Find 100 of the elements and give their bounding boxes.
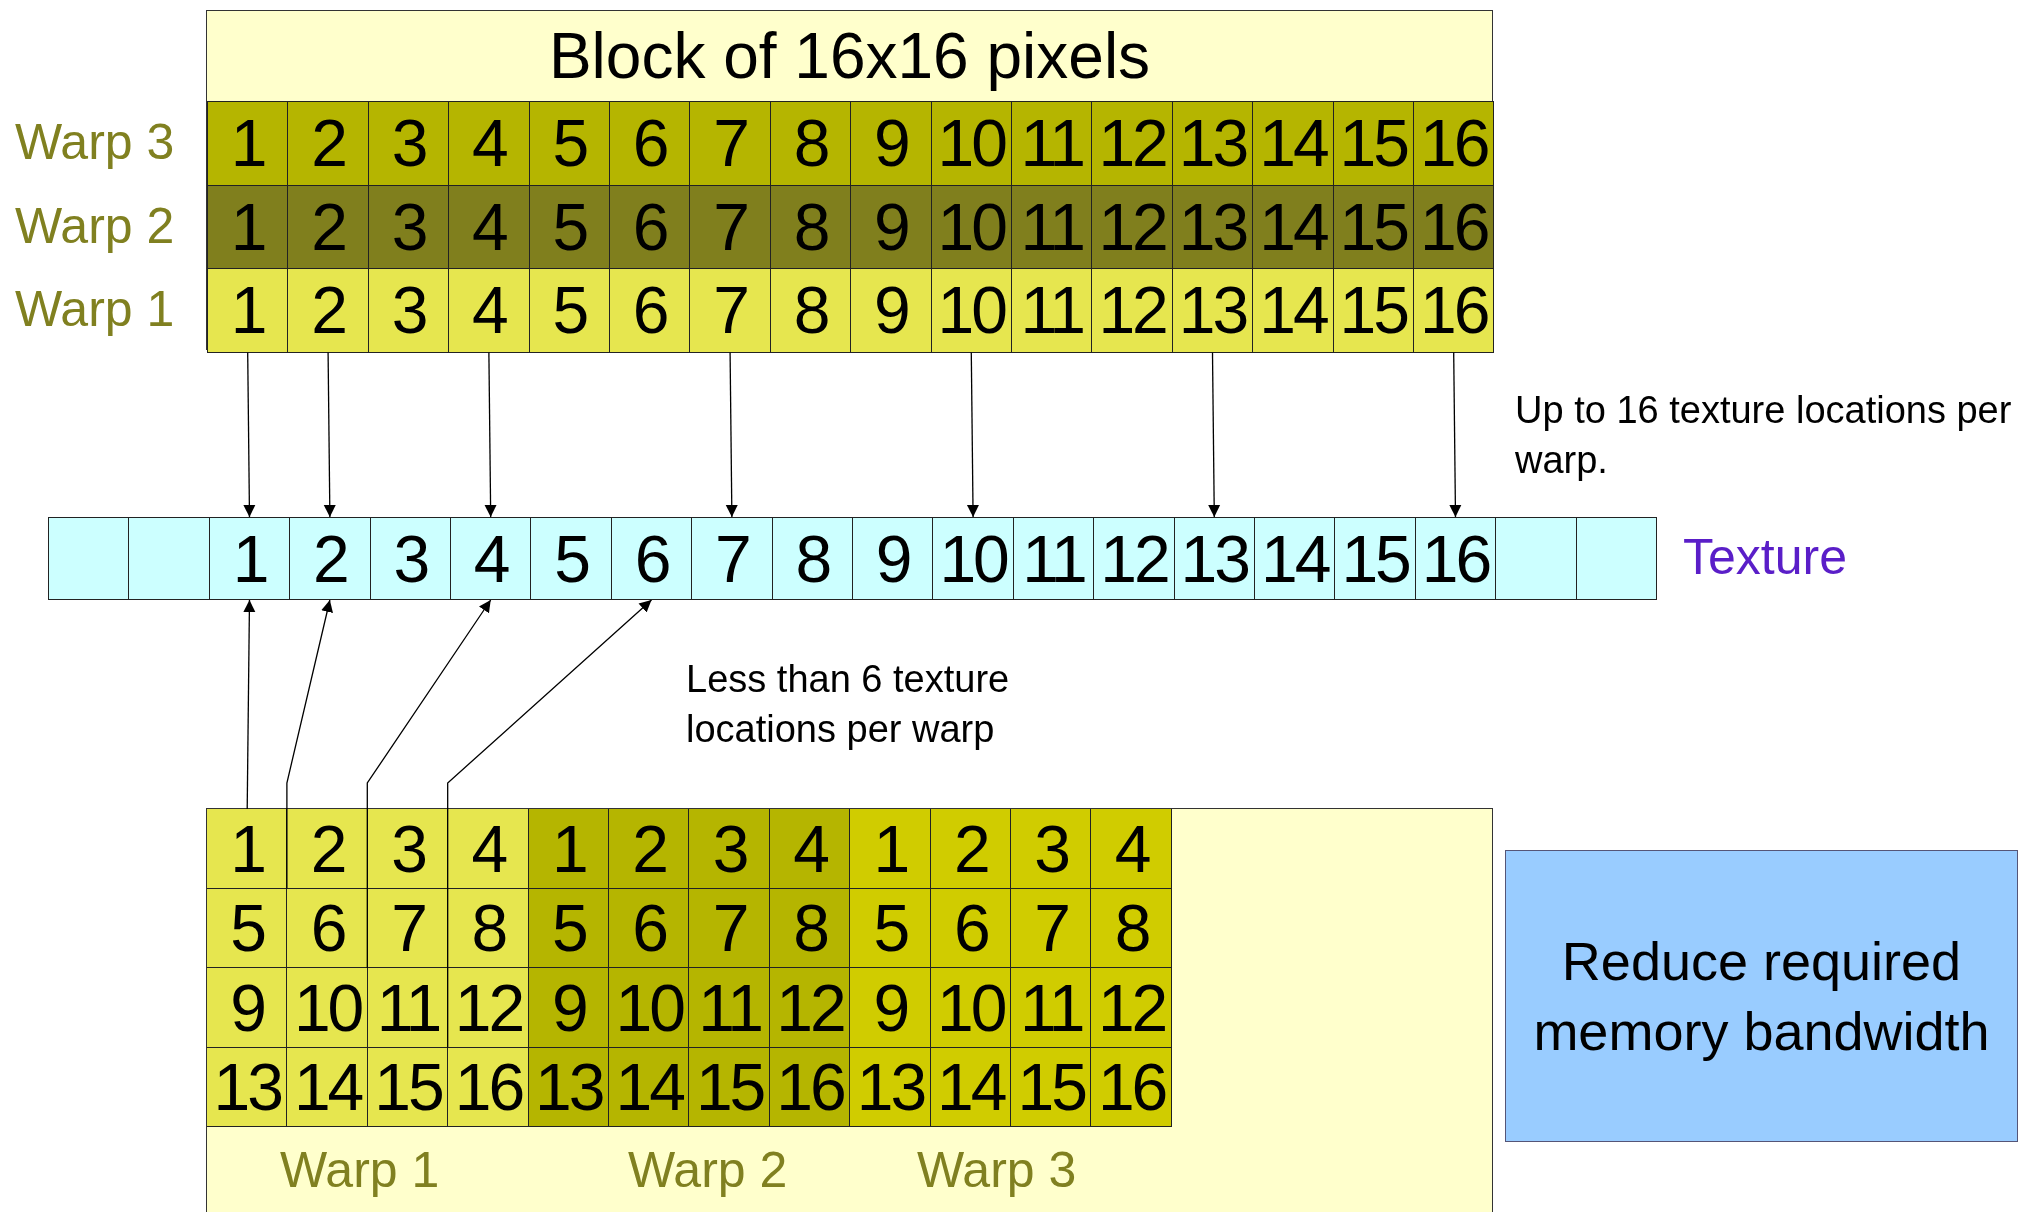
pixel-cell: 2: [609, 809, 690, 889]
pixel-cell: 10: [287, 968, 368, 1048]
pixel-cell: 5: [207, 888, 288, 968]
pixel-cell: 11: [1011, 268, 1093, 353]
pixel-cell: 1: [207, 101, 289, 186]
pixel-cell: 13: [528, 1047, 609, 1127]
pixel-cell: 8: [769, 101, 852, 186]
note-text: Reduce required memory bandwidth: [1532, 930, 1991, 1063]
pixel-cell: 1: [528, 809, 609, 889]
pixel-cell: 11: [1011, 968, 1092, 1048]
texture-cell: [1575, 517, 1657, 600]
pixel-cell: 11: [689, 968, 770, 1048]
pixel-cell: 5: [528, 184, 610, 269]
texture-cell: 16: [1414, 517, 1497, 600]
pixel-cell: 6: [287, 888, 368, 968]
pixel-cell: 9: [850, 101, 932, 186]
pixel-cell: 5: [850, 888, 931, 968]
pixel-block-panel: [206, 10, 1493, 350]
pixel-cell: 16: [448, 1047, 529, 1127]
pixel-cell: 10: [609, 968, 690, 1048]
pixel-cell: 13: [850, 1047, 931, 1127]
pixel-cell: 1: [207, 268, 289, 353]
pixel-cell: 11: [1011, 184, 1093, 269]
texture-cell: 2: [289, 517, 371, 600]
pixel-cell: 9: [850, 184, 932, 269]
texture-cell: 11: [1012, 517, 1095, 600]
pixel-cell: 8: [769, 184, 852, 269]
group-label: Warp 3: [917, 1141, 1077, 1200]
pixel-cell: 14: [930, 1047, 1011, 1127]
pixel-cell: 12: [1091, 968, 1172, 1048]
pixel-cell: 2: [287, 101, 369, 186]
pixel-cell: 16: [1413, 184, 1495, 269]
pixel-cell: 15: [1011, 1047, 1092, 1127]
texture-cell: 5: [530, 517, 612, 600]
pixel-cell: 5: [528, 268, 610, 353]
texture-cell: [48, 517, 130, 600]
pixel-cell: 9: [850, 268, 932, 353]
arrow: [1208, 351, 1221, 518]
pixel-cell: 14: [287, 1047, 368, 1127]
texture-cell: 13: [1173, 517, 1255, 600]
pixel-cell: 7: [689, 888, 770, 968]
pixel-cell: 12: [1091, 184, 1173, 269]
pixel-cell: 2: [287, 184, 369, 269]
row-label: Warp 2: [15, 197, 175, 256]
pixel-cell: 13: [1171, 268, 1254, 353]
pixel-cell: 5: [528, 888, 609, 968]
arrow: [243, 599, 256, 810]
pixel-cell: 4: [448, 268, 530, 353]
pixel-cell: 6: [609, 888, 690, 968]
texture-cell: 12: [1093, 517, 1175, 600]
pixel-cell: 12: [448, 968, 529, 1048]
pixel-cell: 3: [367, 101, 450, 186]
pixel-cell: 14: [1252, 268, 1334, 353]
pixel-cell: 3: [1011, 809, 1092, 889]
texture-cell: 4: [450, 517, 532, 600]
annotation-text: Less than 6 texture locations per warp: [686, 657, 1011, 752]
row-label: Warp 3: [15, 113, 175, 172]
pixel-cell: 7: [1011, 888, 1092, 968]
pixel-cell: 2: [930, 809, 1011, 889]
arrow: [484, 351, 497, 518]
pixel-cell: 10: [930, 101, 1012, 186]
texture-cell: 6: [610, 517, 693, 600]
pixel-cell: 9: [850, 968, 931, 1048]
pixel-cell: 13: [1171, 101, 1254, 186]
pixel-cell: 7: [689, 268, 771, 353]
texture-cell: 10: [932, 517, 1014, 600]
pixel-cell: 4: [769, 809, 851, 889]
texture-cell: 9: [852, 517, 934, 600]
pixel-cell: 10: [930, 184, 1012, 269]
pixel-cell: 6: [609, 268, 691, 353]
pixel-cell: 10: [930, 268, 1012, 353]
note-box: [1505, 850, 2018, 1142]
pixel-cell: 8: [769, 268, 852, 353]
texture-cell: [1495, 517, 1577, 600]
texture-cell: 3: [369, 517, 451, 600]
pixel-cell: 4: [448, 101, 530, 186]
pixel-cell: 7: [367, 888, 449, 968]
pixel-cell: 7: [689, 184, 771, 269]
pixel-cell: 3: [689, 809, 770, 889]
block-title: Block of 16x16 pixels: [547, 19, 1152, 93]
pixel-cell: 15: [1332, 268, 1414, 353]
pixel-cell: 13: [1171, 184, 1254, 269]
pixel-cell: 16: [1413, 101, 1495, 186]
pixel-cell: 11: [367, 968, 449, 1048]
arrow: [966, 351, 979, 518]
annotation-text: Up to 16 texture locations per warp.: [1515, 388, 2013, 483]
pixel-cell: 2: [287, 268, 369, 353]
pixel-cell: 15: [1332, 101, 1414, 186]
pixel-cell: 14: [1252, 101, 1334, 186]
pixel-cell: 4: [448, 809, 529, 889]
pixel-cell: 6: [609, 101, 691, 186]
texture-cell: 7: [691, 517, 773, 600]
pixel-cell: 8: [1091, 888, 1172, 968]
pixel-cell: 11: [1011, 101, 1093, 186]
pixel-cell: 1: [207, 184, 289, 269]
arrow: [323, 351, 336, 518]
pixel-cell: 1: [850, 809, 931, 889]
arrow: [1449, 351, 1462, 518]
pixel-cell: 14: [1252, 184, 1334, 269]
group-label: Warp 1: [280, 1141, 440, 1200]
